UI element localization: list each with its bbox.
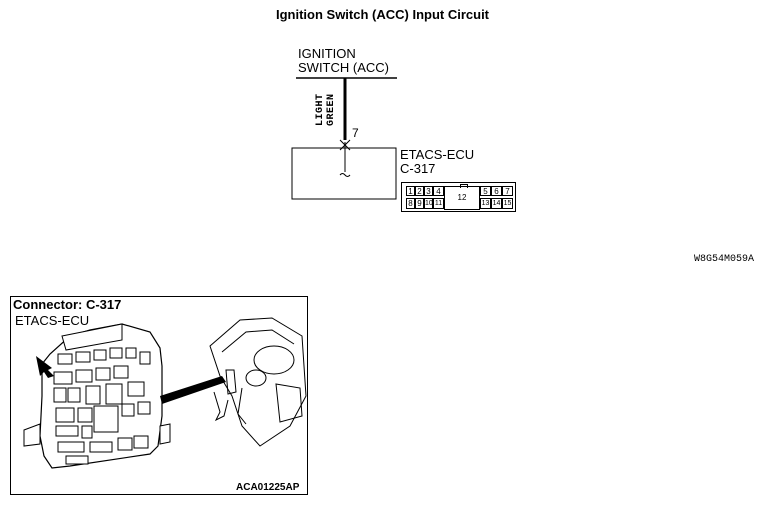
pin-1: 1 [406, 186, 415, 196]
pin-10: 10 [424, 198, 433, 209]
ignition-switch-label-line1: IGNITION [298, 46, 356, 61]
pin-3: 3 [424, 186, 433, 196]
ecu-label: ETACS-ECU C-317 [400, 148, 474, 176]
panel-image-code: ACA01225AP [236, 482, 300, 493]
ecu-fuse-blocks [53, 347, 151, 465]
pin-7: 7 [502, 186, 513, 196]
wire-color-line1: LIGHT [315, 93, 326, 126]
ignition-switch-label: IGNITION SWITCH (ACC) [298, 47, 389, 75]
pin-4: 4 [433, 186, 444, 196]
pin-6: 6 [491, 186, 502, 196]
mount-tab-right [159, 423, 171, 445]
location-arrow [36, 356, 54, 378]
wire-color-label: LIGHT GREEN [313, 88, 339, 128]
connector-pinout: 1 2 3 4 12 5 6 7 8 9 10 11 13 14 15 [401, 182, 516, 212]
leader-pointer [160, 376, 226, 404]
ecu-terminal-symbol [339, 173, 351, 177]
pin-5: 5 [480, 186, 491, 196]
pin-15: 15 [502, 198, 513, 209]
diagram-title: Ignition Switch (ACC) Input Circuit [275, 7, 490, 22]
ignition-switch-label-line2: SWITCH (ACC) [298, 60, 389, 75]
ecu-top-cover [61, 323, 123, 351]
pin-13: 13 [480, 198, 491, 209]
pin-8: 8 [406, 198, 415, 209]
pin-9: 9 [415, 198, 424, 209]
pin-11: 11 [433, 198, 444, 209]
ecu-name: ETACS-ECU [400, 147, 475, 162]
mount-tab-left [23, 423, 41, 447]
pin-12: 12 [444, 186, 480, 210]
circuit-schematic [291, 77, 397, 200]
pin-2: 2 [415, 186, 424, 196]
ecu-location-illustration [23, 317, 307, 469]
dashboard-sketch [209, 317, 307, 447]
pin-number: 7 [352, 126, 359, 140]
wire-color-line2: GREEN [326, 93, 337, 126]
diagram-code: W8G54M059A [694, 254, 755, 265]
connector-latch [460, 184, 468, 188]
panel-subtitle: ETACS-ECU [15, 313, 90, 328]
ecu-connector-id: C-317 [400, 161, 436, 176]
panel-title: Connector: C-317 [13, 297, 122, 312]
ecu-box [291, 147, 397, 200]
pin-14: 14 [491, 198, 502, 209]
